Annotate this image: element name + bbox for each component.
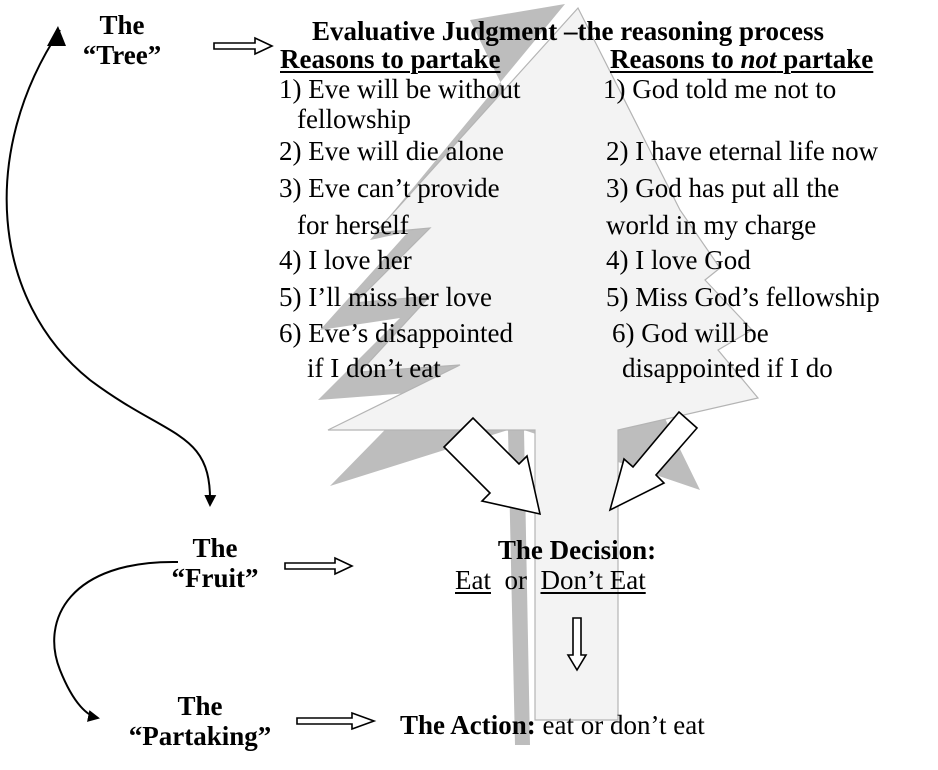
decision-option-eat: Eat (455, 565, 491, 595)
fruit-partaking-connector (53, 560, 179, 722)
tree-fruit-connector (5, 26, 217, 507)
partake-reason: for herself (297, 210, 409, 240)
decision-options: Eat or Don’t Eat (455, 565, 646, 595)
not-partake-reason: disappointed if I do (622, 353, 833, 383)
decision-label: The Decision: (497, 535, 657, 565)
right-reasons-arrow (608, 410, 699, 512)
action-label: The Action: (400, 710, 536, 740)
not-partake-reason: 2) I have eternal life now (606, 136, 879, 166)
partaking-pointer-arrow (296, 711, 377, 731)
partake-reason: 1) Eve will be without (279, 74, 521, 104)
reasons-partake-heading: Reasons to partake (280, 44, 501, 74)
left-reasons-arrow (442, 416, 542, 516)
partake-reason: fellowship (297, 104, 411, 134)
not-partake-reason: 5) Miss God’s fellowship (606, 282, 880, 312)
partake-reason: 2) Eve will die alone (279, 136, 504, 166)
partaking-label-line1: The (177, 691, 223, 721)
not-partake-reason: 1) God told me not to (603, 74, 837, 104)
tree-label-line1: The (99, 10, 145, 40)
not-partake-reason: 3) God has put all the (606, 173, 840, 203)
decision-option-dont-eat: Don’t Eat (540, 565, 646, 595)
fruit-label-line1: The (192, 533, 238, 563)
tree-pointer-arrow (213, 36, 274, 56)
partake-reason: 5) I’ll miss her love (279, 282, 492, 312)
tree-label-line2: “Tree” (82, 40, 162, 70)
tree-shape (327, 6, 760, 721)
partake-reason: 6) Eve’s disappointed (279, 318, 513, 348)
partake-reason: 3) Eve can’t provide (279, 173, 500, 203)
fruit-pointer-arrow (284, 556, 354, 576)
partake-reason: 4) I love her (279, 245, 412, 275)
not-partake-reason: world in my charge (606, 210, 817, 240)
reasons-not-partake-heading: Reasons to not partake (610, 44, 874, 74)
diagram-title: Evaluative Judgment –the reasoning proce… (312, 16, 825, 46)
fruit-label-line2: “Fruit” (171, 563, 259, 593)
partake-reason: if I don’t eat (307, 353, 441, 383)
action-text: eat or don’t eat (542, 710, 705, 740)
partaking-label-line2: “Partaking” (128, 721, 272, 751)
decision-to-action-arrow (566, 617, 588, 672)
not-partake-reason: 4) I love God (606, 245, 751, 275)
action-line: The Action: eat or don’t eat (400, 710, 705, 740)
not-partake-reason: 6) God will be (612, 318, 769, 348)
